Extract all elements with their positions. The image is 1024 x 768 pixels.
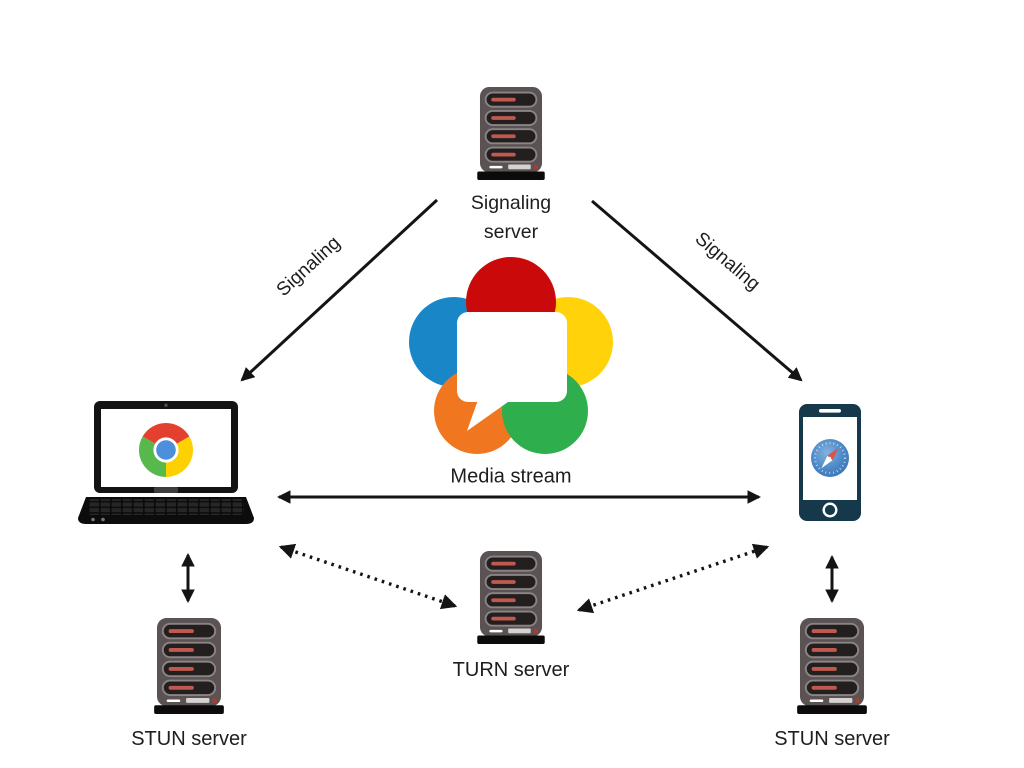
edge-signaling-right: [591, 199, 803, 382]
stun-server-left-node: STUN server: [129, 617, 249, 753]
edge-signaling-left: [240, 198, 439, 382]
phone-node: [799, 404, 861, 521]
stun-server-left-label: STUN server: [131, 728, 247, 750]
turn-server-label: TURN server: [452, 659, 570, 681]
signaling-server-label: Signaling server: [470, 192, 552, 243]
speech-bubble-icon: [457, 312, 567, 431]
chrome-logo-icon: [138, 422, 194, 477]
turn-server-node: TURN server: [451, 550, 571, 684]
stun-server-right-node: STUN server: [772, 617, 892, 753]
server-icon: [477, 86, 545, 180]
signaling-server-node: Signaling server: [451, 86, 571, 247]
server-icon: [477, 550, 545, 644]
stun-server-right-label: STUN server: [774, 728, 890, 750]
server-icon: [154, 617, 224, 714]
edge-phone-turn: [576, 543, 770, 614]
smartphone-safari-icon: [799, 404, 861, 521]
media-stream-edge-label: Media stream: [450, 465, 572, 488]
edge-laptop-turn: [278, 543, 458, 610]
server-icon: [797, 617, 867, 714]
laptop-node: [78, 401, 254, 529]
webrtc-logo: [409, 257, 613, 454]
laptop-chrome-icon: [78, 401, 254, 524]
safari-logo-icon: [811, 439, 849, 477]
